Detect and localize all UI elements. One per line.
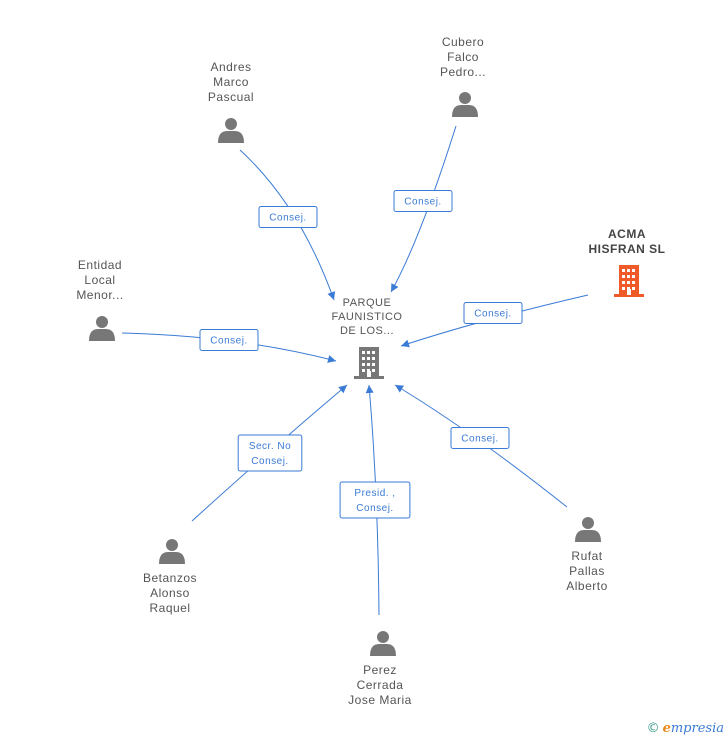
node-label: Cubero	[442, 35, 484, 49]
brand-initial: e	[662, 721, 671, 736]
edge-arrowhead	[327, 291, 336, 300]
edge-arrowhead	[391, 283, 399, 292]
person-icon[interactable]	[218, 118, 244, 143]
node-label: Jose Maria	[348, 693, 412, 707]
node-label: Andres	[210, 60, 251, 74]
edge-cubero	[390, 125, 457, 293]
edge-arrowhead	[365, 385, 374, 394]
center-node[interactable]: PARQUE FAUNISTICO DE LOS...	[331, 297, 402, 337]
node-label: Betanzos	[143, 571, 197, 585]
edge-label-box	[339, 481, 411, 519]
node-cubero[interactable]: CuberoFalcoPedro...	[440, 35, 486, 79]
person-icon[interactable]	[89, 316, 115, 341]
node-label: Entidad	[78, 258, 122, 272]
edge-label-box	[258, 206, 318, 228]
node-label: Pallas	[569, 564, 605, 578]
edge-label-text: Consej.	[269, 213, 306, 224]
node-label: Rufat	[571, 549, 602, 563]
edge-label-box	[199, 329, 259, 351]
person-icon[interactable]	[452, 92, 478, 117]
edge-arrowhead	[401, 339, 410, 348]
edge-label-box	[463, 302, 523, 324]
node-label: Raquel	[149, 601, 190, 615]
edge-label-text: Consej.	[474, 309, 511, 320]
edge-label-betanzos[interactable]: Secr. No Consej.	[237, 434, 303, 472]
node-label: Perez	[363, 663, 397, 677]
node-label: Cerrada	[357, 678, 404, 692]
person-icon[interactable]	[159, 539, 185, 564]
node-label: ACMA	[608, 227, 646, 241]
edge-label-text: Consej.	[251, 456, 288, 467]
footer-brand: ©empresia	[647, 721, 724, 736]
center-label: DE LOS...	[340, 325, 394, 337]
edge-label-text: Consej.	[210, 336, 247, 347]
edges	[121, 125, 589, 616]
edge-label-cubero[interactable]: Consej.	[393, 190, 453, 212]
node-label: Pascual	[208, 90, 254, 104]
center-label: FAUNISTICO	[331, 311, 402, 323]
edge-labels: Consej.Consej.Consej.Consej.Consej.Secr.…	[199, 190, 523, 519]
node-label: Marco	[213, 75, 249, 89]
edge-label-text: Secr. No	[249, 441, 291, 452]
node-label: Alonso	[150, 586, 190, 600]
copyright-symbol: ©	[646, 721, 660, 736]
node-label: Local	[84, 273, 115, 287]
center-label: PARQUE	[343, 297, 392, 309]
node-label: Alberto	[566, 579, 608, 593]
node-entidad[interactable]: EntidadLocalMenor...	[76, 258, 123, 302]
brand-name: mpresia	[670, 721, 724, 736]
center-building-icon[interactable]	[354, 347, 384, 379]
edge-label-text: Consej.	[356, 503, 393, 514]
node-label: Menor...	[76, 288, 123, 302]
person-icon[interactable]	[370, 631, 396, 656]
edge-arrowhead	[338, 385, 347, 394]
node-label: HISFRAN SL	[589, 242, 666, 256]
edge-label-text: Consej.	[404, 197, 441, 208]
company-building-icon[interactable]	[614, 265, 644, 297]
edge-label-perez[interactable]: Presid. , Consej.	[339, 481, 411, 519]
node-label: Pedro...	[440, 65, 486, 79]
edge-label-rufat[interactable]: Consej.	[450, 427, 510, 449]
edge-line	[390, 125, 457, 293]
edge-label-acma[interactable]: Consej.	[463, 302, 523, 324]
edge-label-andres[interactable]: Consej.	[258, 206, 318, 228]
edge-arrowhead	[327, 355, 336, 363]
edge-label-box	[450, 427, 510, 449]
edge-label-box	[237, 434, 303, 472]
edge-label-entidad[interactable]: Consej.	[199, 329, 259, 351]
edge-label-box	[393, 190, 453, 212]
node-label: Falco	[447, 50, 479, 64]
edge-arrowhead	[395, 385, 404, 393]
edge-label-text: Presid. ,	[354, 488, 395, 499]
edge-label-text: Consej.	[461, 434, 498, 445]
person-icon[interactable]	[575, 517, 601, 542]
